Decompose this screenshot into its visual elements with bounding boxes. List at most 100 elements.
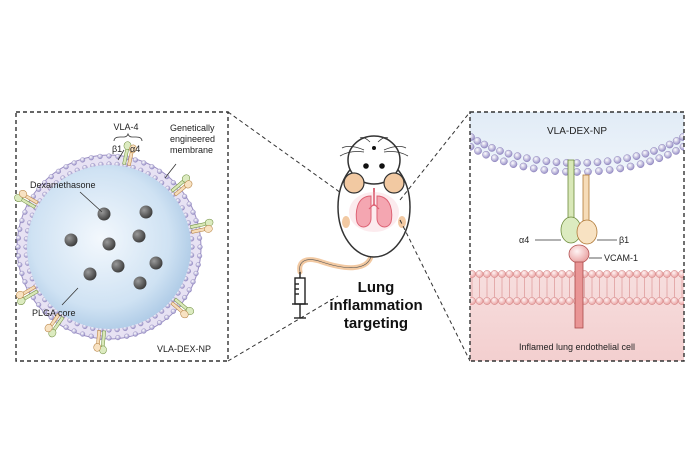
lipid-bead: [672, 147, 680, 155]
endothelium-bead: [528, 270, 536, 278]
lipid-bead: [496, 147, 504, 155]
lipid-bead: [15, 253, 21, 259]
lipid-bead: [694, 121, 700, 128]
lipid-bead: [490, 154, 499, 163]
lipid-bead: [193, 270, 199, 276]
lipid-bead: [19, 270, 25, 276]
lipid-bead: [529, 164, 538, 173]
vla4-receptor: [122, 141, 137, 166]
endothelium-bead: [498, 270, 506, 278]
lipid-bead: [690, 125, 697, 132]
lipid-bead: [115, 335, 121, 341]
endothelium-bead: [588, 270, 596, 278]
lipid-bead: [488, 144, 496, 152]
lipid-bead: [454, 134, 461, 141]
lipid-bead: [603, 157, 612, 166]
lipid-bead: [442, 96, 449, 103]
lipid-bead: [434, 102, 441, 109]
lipid-bead: [616, 164, 625, 173]
left-panel: VLA-4 β1 α4 Genetically engineered membr…: [14, 111, 229, 362]
lipid-bead: [437, 113, 444, 120]
dexamethasone-label: Dexamethasone: [30, 180, 96, 190]
lipid-bead: [48, 174, 54, 180]
lipid-bead: [435, 108, 442, 115]
endothelium-bead: [558, 270, 566, 278]
lipid-bead: [190, 279, 196, 285]
right-beta1-label: β1: [619, 235, 629, 245]
lipid-bead: [646, 157, 654, 166]
lipid-bead: [687, 139, 694, 146]
lipid-bead: [470, 133, 475, 141]
membrane-label-line2: engineered: [170, 134, 215, 144]
lipid-bead: [444, 124, 451, 131]
right-alpha4-label: α4: [519, 235, 529, 245]
lipid-bead: [106, 335, 112, 341]
lipid-bead: [149, 164, 155, 170]
vcam1-head: [568, 244, 590, 264]
lipid-bead: [595, 167, 603, 175]
endothelium-bead: [633, 270, 641, 278]
drug-particle: [149, 256, 163, 270]
leader-membrane: [164, 163, 177, 179]
right-panel: VLA-DEX-NP α4 β1 VCAM-1 Inflamed lung en…: [434, 96, 700, 362]
lipid-bead: [672, 137, 681, 145]
np-membrane-beads: [434, 96, 700, 176]
endothelium-bead: [610, 297, 619, 305]
endothelium-bead: [588, 297, 596, 305]
endothelium-bead: [663, 297, 671, 305]
lipid-bead: [19, 218, 25, 224]
lipid-bead: [141, 328, 147, 334]
lipid-bead: [446, 111, 453, 118]
lipid-bead: [157, 320, 163, 326]
lipid-bead: [457, 125, 464, 132]
lipid-bead: [623, 154, 631, 163]
endothelium-bead: [475, 270, 484, 278]
lipid-bead: [664, 150, 672, 159]
lipid-bead: [583, 159, 592, 167]
endothelium-bead: [565, 297, 574, 305]
lipid-bead: [473, 137, 482, 145]
lipid-bead: [679, 133, 684, 141]
lipid-bead: [593, 158, 602, 167]
beta1-head: [576, 219, 598, 245]
mouse-illustration: [297, 135, 411, 275]
endothelium-bead: [505, 297, 514, 305]
mouse-ear-right: [383, 172, 405, 194]
endothelium-bead: [543, 270, 551, 278]
endothelium-bead: [490, 270, 499, 278]
connector-right-top: [399, 111, 471, 201]
lipid-bead: [195, 262, 201, 268]
endothelium-bead: [670, 297, 679, 305]
lipid-bead: [186, 287, 192, 293]
lipid-bead: [22, 209, 28, 215]
endothelium-bead: [655, 297, 664, 305]
lipid-bead: [42, 308, 48, 314]
membrane-label-line3: membrane: [170, 145, 213, 155]
lipid-bead: [132, 157, 138, 163]
endothelium-bead: [618, 270, 626, 278]
lipid-bead: [462, 129, 469, 136]
lipid-bead: [15, 235, 21, 241]
leader-plga-core: [61, 287, 79, 306]
lipid-bead: [480, 140, 489, 149]
lipid-bead: [80, 331, 86, 337]
mouse-paw: [398, 216, 406, 228]
lipid-bead: [88, 155, 94, 161]
beta1-stem: [582, 174, 590, 223]
lipid-bead: [157, 168, 163, 174]
lipid-bead: [509, 160, 518, 168]
lipid-bead: [71, 160, 77, 166]
vla4-receptor: [190, 218, 214, 234]
mouse-eye-left: [363, 163, 369, 169]
lipid-bead: [626, 162, 635, 171]
lipid-bead: [449, 116, 456, 123]
right-panel-frame: [469, 111, 685, 362]
lipid-bead: [474, 147, 482, 155]
endothelium-bead: [475, 297, 484, 305]
vla4-label: VLA-4: [113, 122, 138, 132]
endothelium-bead: [663, 270, 671, 278]
lipid-bead: [665, 140, 674, 149]
lipid-bead: [540, 166, 549, 174]
vla4-brace: [113, 132, 143, 142]
